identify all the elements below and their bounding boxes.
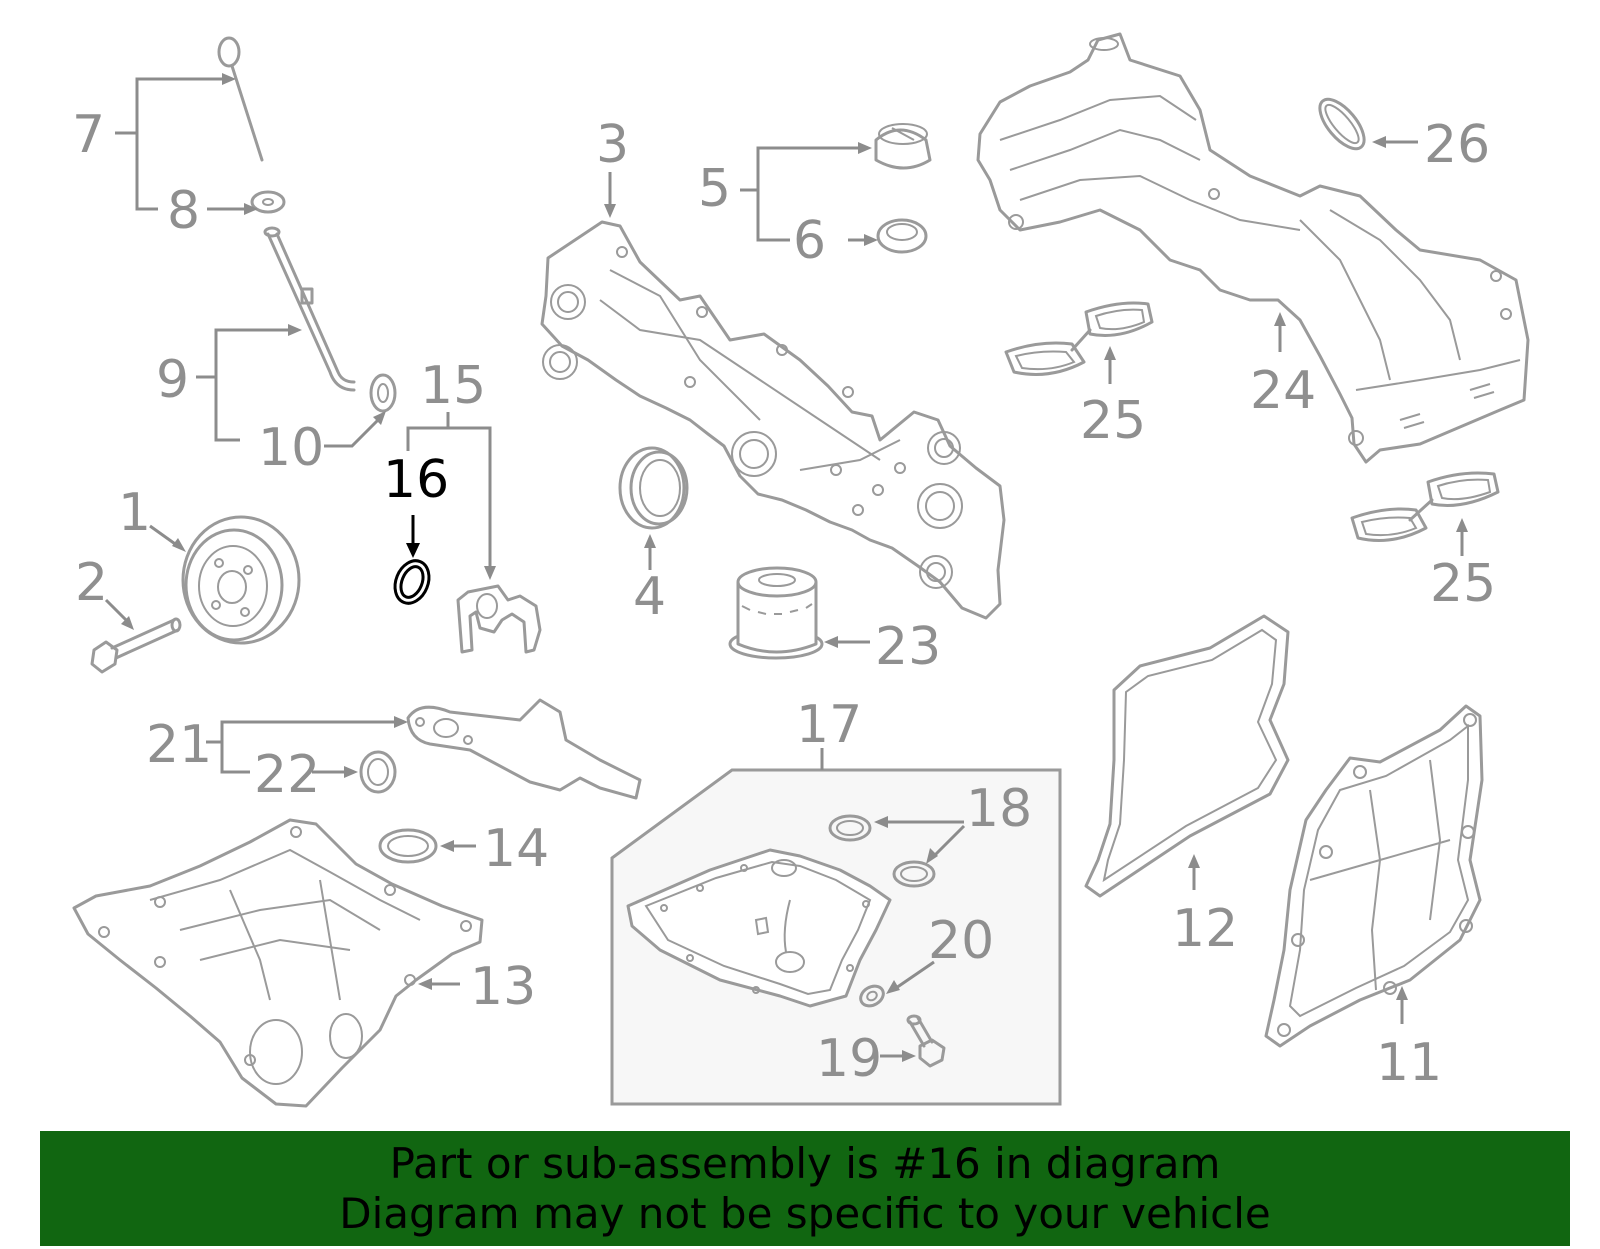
callout-1[interactable]: 1 (118, 483, 151, 543)
callout-15[interactable]: 15 (420, 356, 486, 416)
callout-20[interactable]: 20 (928, 911, 994, 971)
callout-5[interactable]: 5 (698, 159, 731, 219)
callout-16[interactable]: 16 (383, 450, 449, 510)
banner-line-2: Diagram may not be specific to your vehi… (339, 1188, 1271, 1238)
callout-8[interactable]: 8 (167, 181, 200, 241)
drain-plug-part-19[interactable] (906, 1014, 946, 1068)
drain-plug-washer-part-20[interactable] (857, 982, 887, 1010)
intake-gasket-part-25-upper[interactable] (1004, 301, 1154, 376)
callout-14[interactable]: 14 (483, 819, 549, 879)
callout-22[interactable]: 22 (254, 745, 320, 805)
callout-7[interactable]: 7 (72, 105, 105, 165)
callout-4[interactable]: 4 (633, 567, 666, 627)
callout-17[interactable]: 17 (796, 695, 862, 755)
upper-oil-pan-part-13[interactable] (72, 818, 484, 1108)
front-seal-part-4[interactable] (618, 446, 689, 530)
cover-gasket-part-12[interactable] (1084, 614, 1290, 898)
callout-21[interactable]: 21 (146, 715, 212, 775)
gasket-ring-part-26[interactable] (1312, 92, 1372, 156)
callout-2[interactable]: 2 (75, 553, 108, 613)
bolt-part-2[interactable] (90, 617, 182, 674)
sensor-part-15[interactable] (456, 584, 542, 654)
callout-3[interactable]: 3 (596, 115, 629, 175)
arrow-16 (406, 543, 420, 558)
callout-25-lower[interactable]: 25 (1430, 554, 1496, 614)
callout-6[interactable]: 6 (793, 211, 826, 271)
timing-cover-part-3[interactable] (540, 220, 1006, 620)
oil-strainer-part-21[interactable] (406, 698, 642, 800)
dipstick-part-7[interactable] (217, 36, 264, 162)
callout-13[interactable]: 13 (470, 957, 536, 1017)
callout-9[interactable]: 9 (156, 350, 189, 410)
dipstick-tube-part-9[interactable] (263, 226, 356, 392)
crank-pulley-part-1[interactable] (181, 515, 301, 645)
leader-7 (115, 77, 226, 135)
rocker-cover-part-11[interactable] (1264, 704, 1484, 1048)
drain-washers-part-18[interactable] (828, 814, 936, 888)
seal-part-16[interactable] (389, 556, 435, 609)
callout-25-upper[interactable]: 25 (1080, 391, 1146, 451)
gasket-part-14[interactable] (378, 828, 438, 864)
lower-oil-pan-part-17[interactable] (626, 848, 892, 1008)
callout-26[interactable]: 26 (1424, 115, 1490, 175)
o-ring-part-10[interactable] (369, 373, 397, 413)
callout-11[interactable]: 11 (1376, 1033, 1442, 1093)
callout-19[interactable]: 19 (816, 1029, 882, 1089)
washer-part-8[interactable] (250, 190, 286, 214)
arrow-7 (222, 73, 236, 85)
callout-12[interactable]: 12 (1172, 899, 1238, 959)
banner-line-1: Part or sub-assembly is #16 in diagram (389, 1138, 1221, 1188)
cap-gasket-part-6[interactable] (876, 218, 928, 254)
oil-filter-part-23[interactable] (728, 566, 824, 660)
callout-23[interactable]: 23 (875, 617, 941, 677)
intake-gasket-part-25-lower[interactable] (1350, 471, 1500, 542)
intake-manifold-part-24[interactable] (976, 32, 1530, 464)
callout-24[interactable]: 24 (1250, 361, 1316, 421)
info-banner: Part or sub-assembly is #16 in diagram D… (40, 1131, 1570, 1246)
callout-18[interactable]: 18 (966, 779, 1032, 839)
callout-10[interactable]: 10 (258, 418, 324, 478)
o-ring-part-22[interactable] (359, 750, 397, 794)
oil-filler-cap-part-5[interactable] (874, 123, 932, 170)
